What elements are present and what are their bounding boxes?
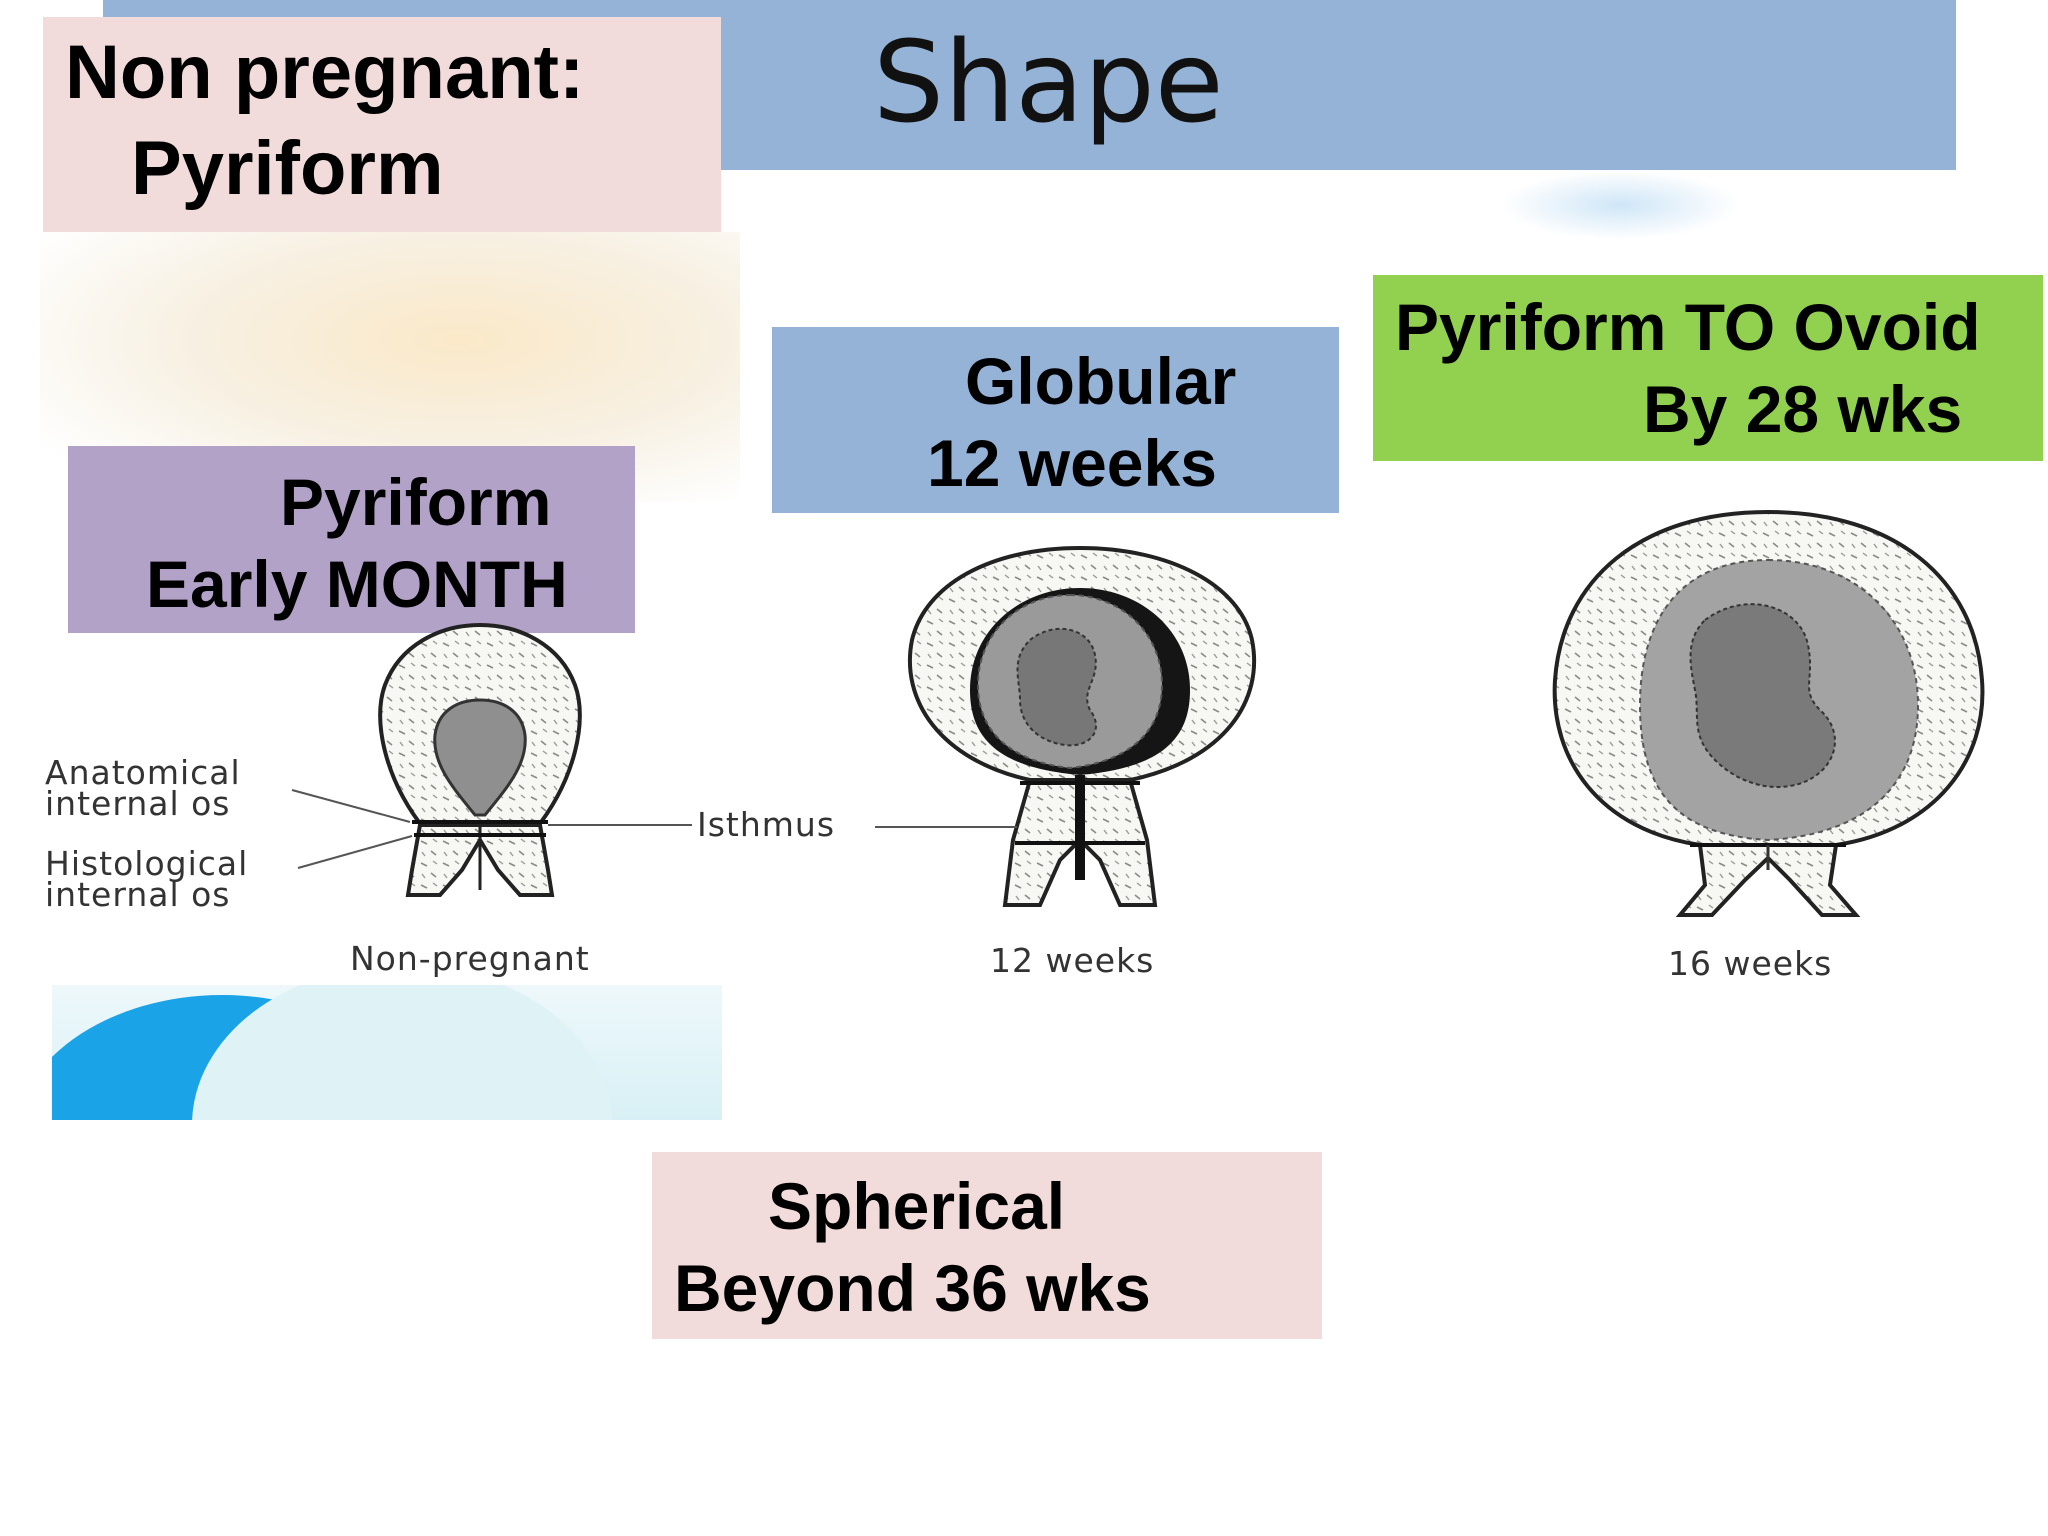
- label-ovoid-line1: Pyriform TO Ovoid: [1395, 290, 1981, 364]
- label-early-month-line2: Early MONTH: [146, 547, 568, 621]
- swoosh-highlight: [192, 985, 612, 1120]
- uterus-12-weeks: [907, 545, 1257, 907]
- label-early-month: Pyriform Early MONTH: [68, 446, 635, 633]
- slide-title: Shape: [873, 18, 1224, 148]
- annotation-lines: [291, 789, 1017, 869]
- label-spherical-line2: Beyond 36 wks: [674, 1251, 1151, 1325]
- label-non-pregnant: Non pregnant: Pyriform: [43, 17, 721, 232]
- caption-12-weeks: 12 weeks: [990, 941, 1154, 980]
- annotation-anatomical-line2: internal os: [45, 784, 231, 823]
- label-globular: Globular 12 weeks: [772, 327, 1339, 513]
- annotation-anatomical-line1: Anatomical: [45, 753, 241, 792]
- caption-non-pregnant: Non-pregnant: [350, 939, 590, 978]
- label-spherical-line1: Spherical: [768, 1169, 1066, 1243]
- label-non-pregnant-line2: Pyriform: [131, 126, 444, 211]
- label-non-pregnant-line1: Non pregnant:: [65, 30, 585, 115]
- annotation-histological-line1: Histological: [45, 844, 248, 883]
- background-glint: [1500, 170, 1740, 240]
- uterus-16-weeks: [1552, 509, 1985, 917]
- label-ovoid-line2: By 28 wks: [1643, 372, 1963, 446]
- background-photo-swoosh: [52, 985, 722, 1120]
- uterus-non-pregnant: [378, 622, 582, 897]
- label-globular-line2: 12 weeks: [927, 426, 1217, 500]
- label-globular-line1: Globular: [965, 344, 1237, 418]
- annotation-isthmus: Isthmus: [697, 805, 835, 844]
- annotation-histological-line2: internal os: [45, 875, 231, 914]
- label-spherical: Spherical Beyond 36 wks: [652, 1152, 1322, 1339]
- label-early-month-line1: Pyriform: [280, 465, 552, 539]
- label-pyriform-to-ovoid: Pyriform TO Ovoid By 28 wks: [1373, 275, 2043, 461]
- caption-16-weeks: 16 weeks: [1668, 944, 1832, 983]
